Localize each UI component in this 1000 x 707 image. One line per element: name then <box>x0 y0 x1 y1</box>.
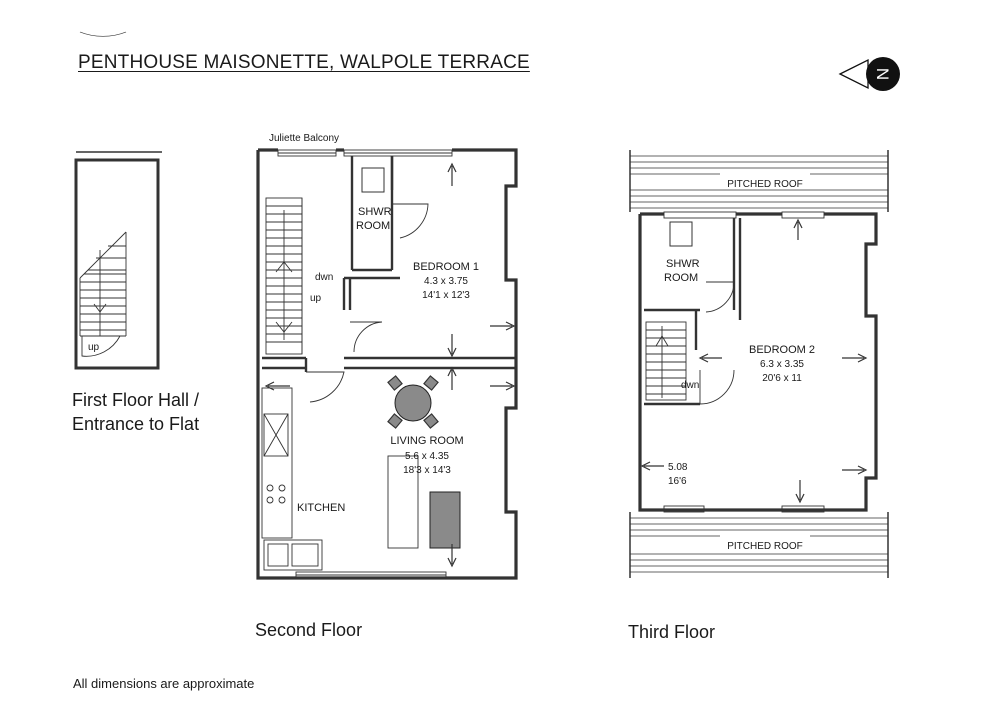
bedroom2-metric: 6.3 x 3.35 <box>760 359 804 370</box>
first-floor-stair-label: up <box>88 342 100 353</box>
pitched-roof-bottom <box>629 512 889 578</box>
bedroom1-imperial: 14'1 x 12'3 <box>422 290 470 301</box>
first-floor-stair <box>79 31 127 337</box>
third-floor-caption: Third Floor <box>628 622 716 642</box>
third-width-imperial: 16'6 <box>668 476 687 487</box>
balcony-label: Juliette Balcony <box>269 133 339 144</box>
second-floor-stair <box>265 197 303 355</box>
third-shower-room-label-2: ROOM <box>664 272 698 284</box>
bedroom1-name: BEDROOM 1 <box>413 261 479 273</box>
bedroom2-name: BEDROOM 2 <box>749 344 815 356</box>
second-floor-aspect-arrows <box>264 162 516 568</box>
dimensions-footnote: All dimensions are approximate <box>73 676 255 691</box>
living-room-name: LIVING ROOM <box>390 435 463 447</box>
pitched-roof-top <box>629 150 889 212</box>
kitchen-label: KITCHEN <box>297 502 345 514</box>
first-floor-hall-plan <box>74 31 162 370</box>
third-floor-stair <box>645 321 687 401</box>
second-floor-plan <box>256 148 518 580</box>
living-room-metric: 5.6 x 4.35 <box>405 451 449 462</box>
roof-top-label: PITCHED ROOF <box>727 179 803 190</box>
sofa-icon <box>429 491 461 549</box>
living-room-imperial: 18'3 x 14'3 <box>403 465 451 476</box>
third-shower-room-label-1: SHWR <box>666 258 700 270</box>
third-floor-plan <box>629 150 889 578</box>
bedroom2-imperial: 20'6 x 11 <box>762 373 802 384</box>
third-floor-outer-walls <box>638 212 878 512</box>
compass-letter: N <box>873 68 892 80</box>
second-stair-down-label: dwn <box>315 272 333 283</box>
first-floor-caption-line1: First Floor Hall / <box>72 390 200 410</box>
dining-table-icon <box>387 375 439 429</box>
first-floor-caption-line2: Entrance to Flat <box>72 414 200 434</box>
third-stair-down-label: dwn <box>681 380 699 391</box>
third-floor-aspect-arrows <box>640 218 868 504</box>
second-shower-room-label-1: SHWR <box>358 206 392 218</box>
page-title: PENTHOUSE MAISONETTE, WALPOLE TERRACE <box>78 52 530 73</box>
roof-bottom-label: PITCHED ROOF <box>727 541 803 552</box>
second-shower-room-label-2: ROOM <box>356 220 390 232</box>
third-width-metric: 5.08 <box>668 462 688 473</box>
bedroom1-metric: 4.3 x 3.75 <box>424 276 468 287</box>
second-stair-up-label: up <box>310 293 322 304</box>
second-floor-caption: Second Floor <box>255 620 363 640</box>
north-compass-icon: N <box>838 57 900 91</box>
